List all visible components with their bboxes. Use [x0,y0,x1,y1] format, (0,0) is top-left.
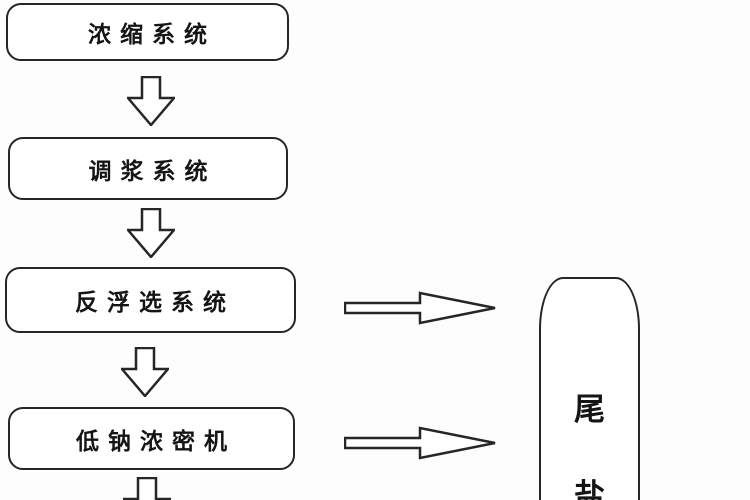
flow-box-label: 反浮选系统 [75,289,235,316]
right-arrow-icon [344,291,496,325]
right-arrow-icon [344,426,496,460]
flow-box-tail-salt: 尾 盐 [539,277,640,500]
flow-box-low-sodium-thickener: 低钠浓密机 [8,407,295,470]
down-arrow-icon [121,347,169,397]
tail-salt-char-2: 盐 [574,478,605,500]
down-arrow-icon [127,208,175,258]
flow-box-concentration-system: 浓缩系统 [6,3,289,61]
flow-box-label: 低钠浓密机 [76,427,236,455]
flow-box-slurry-mixing-system: 调浆系统 [8,137,288,200]
down-arrow-icon [127,76,175,126]
down-arrow-icon [123,477,171,500]
flow-box-label: 调浆系统 [88,157,217,185]
tail-salt-char-1: 尾 [574,392,605,428]
flow-box-label: 浓缩系统 [88,21,216,48]
flow-box-reverse-flotation-system: 反浮选系统 [5,267,296,333]
